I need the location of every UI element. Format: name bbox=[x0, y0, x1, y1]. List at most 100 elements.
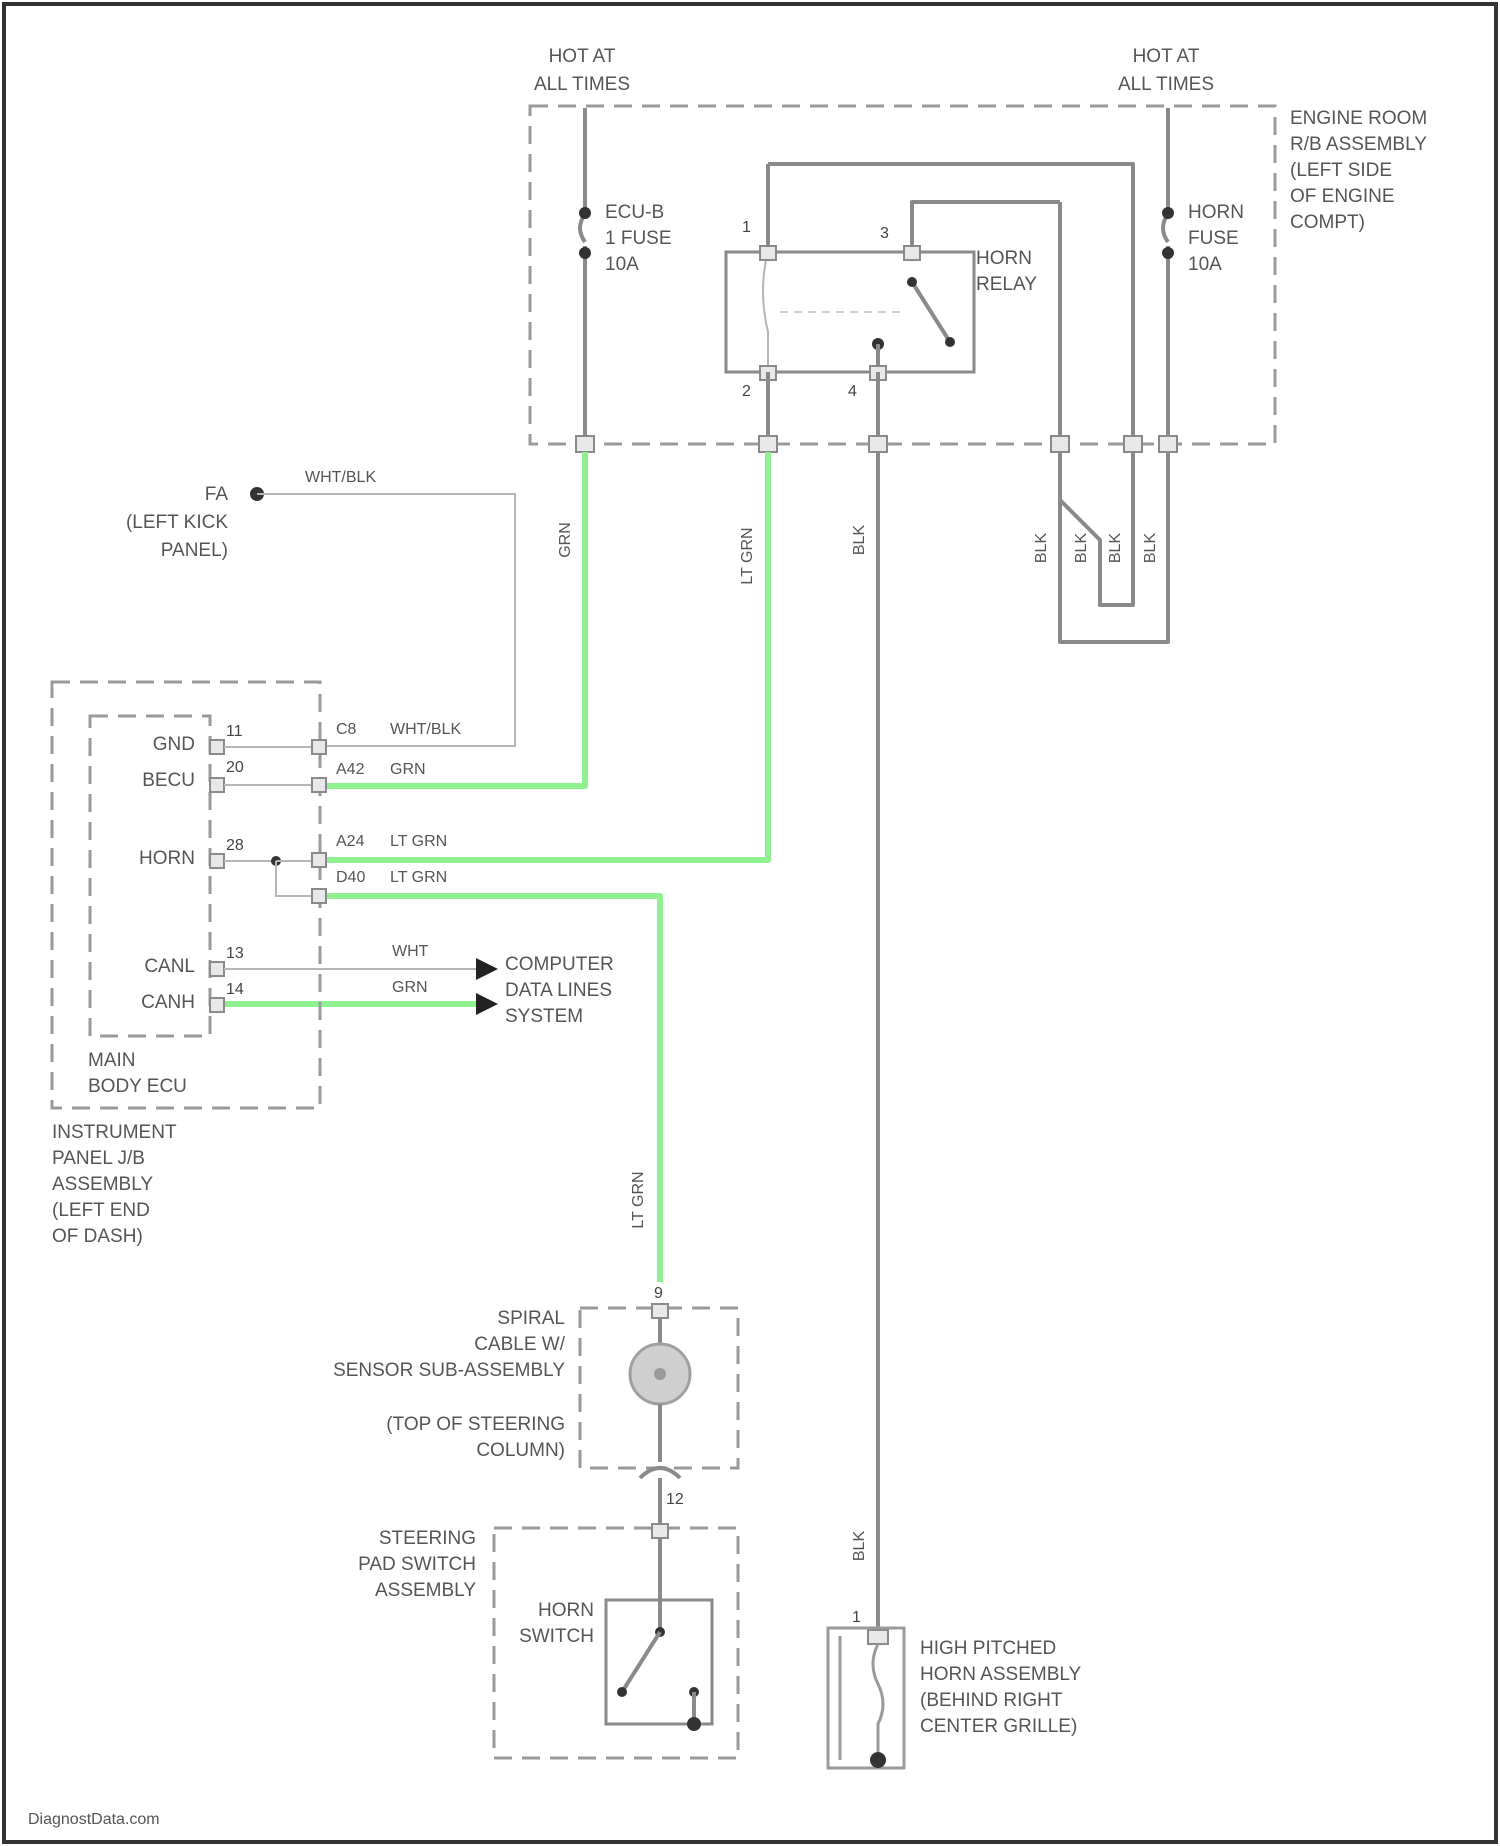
horn-relay: HORN RELAY 1 3 2 4 bbox=[726, 164, 1133, 440]
can-wht-label: WHT bbox=[392, 943, 429, 960]
ecu-pin-num-11: 11 bbox=[226, 723, 243, 740]
steering-pad-label-3: ASSEMBLY bbox=[375, 1580, 476, 1601]
conn-a24-wire: LT GRN bbox=[390, 833, 447, 850]
horn-switch-label-2: SWITCH bbox=[519, 1626, 594, 1647]
ecu-b-fuse-label-1: ECU-B bbox=[605, 202, 664, 223]
ecu-pin-num-13: 13 bbox=[226, 945, 244, 962]
hot-at-all-times-right-line1: HOT AT bbox=[1133, 46, 1200, 67]
engine-room-rb-label-1: ENGINE ROOM bbox=[1290, 108, 1427, 129]
wire-blk-b: BLK bbox=[1073, 533, 1090, 564]
horn-label-4: CENTER GRILLE) bbox=[920, 1716, 1077, 1737]
ecu-b-fuse-label-2: 1 FUSE bbox=[605, 228, 672, 249]
wire-blk-lower-label: BLK bbox=[851, 1531, 868, 1562]
horn-feed-wire: BLK BLK bbox=[851, 452, 878, 1628]
ecu-pin-gnd: GND bbox=[153, 734, 195, 755]
wire-ltgrn-label: LT GRN bbox=[739, 527, 756, 584]
highlighted-wires: GRN LT GRN LT GRN bbox=[222, 452, 768, 1282]
ipjb-label-1: INSTRUMENT bbox=[52, 1122, 177, 1143]
cdl-label-3: SYSTEM bbox=[505, 1006, 583, 1027]
wire-blk-c: BLK bbox=[1107, 533, 1124, 564]
main-body-ecu-label-2: BODY ECU bbox=[88, 1076, 187, 1097]
steering-pad-switch-assembly: STEERING PAD SWITCH ASSEMBLY HORN SWITCH bbox=[358, 1524, 738, 1758]
horn-fuse: HORN FUSE 10A bbox=[1162, 108, 1244, 440]
ipjb-label-2: PANEL J/B bbox=[52, 1148, 145, 1169]
spiral-pin-top: 9 bbox=[654, 1285, 663, 1302]
cdl-label-2: DATA LINES bbox=[505, 980, 612, 1001]
canl-arrow bbox=[476, 958, 498, 980]
ecu-pin-horn: HORN bbox=[139, 848, 195, 869]
engine-room-rb-label-4: OF ENGINE bbox=[1290, 186, 1395, 207]
diagram-frame bbox=[4, 4, 1496, 1842]
conn-c8-wire: WHT/BLK bbox=[390, 721, 461, 738]
hot-at-all-times-right-line2: ALL TIMES bbox=[1118, 74, 1214, 95]
horn-coil bbox=[873, 1644, 883, 1752]
main-body-ecu-box bbox=[90, 716, 210, 1036]
relay-pin-1: 1 bbox=[742, 219, 751, 236]
ecu-pin-canl: CANL bbox=[144, 956, 195, 977]
main-body-ecu-label-1: MAIN bbox=[88, 1050, 136, 1071]
hot-at-all-times-left-line1: HOT AT bbox=[549, 46, 616, 67]
horn-relay-label-1: HORN bbox=[976, 248, 1032, 269]
can-grn-label: GRN bbox=[392, 979, 428, 996]
wire-blk-d: BLK bbox=[1142, 533, 1159, 564]
hot-at-all-times-left-line2: ALL TIMES bbox=[534, 74, 630, 95]
engine-room-rb-label-2: R/B ASSEMBLY bbox=[1290, 134, 1427, 155]
ecu-pin-num-14: 14 bbox=[226, 981, 244, 998]
spiral-pin-bottom: 12 bbox=[666, 1491, 684, 1508]
fa-label-3: PANEL) bbox=[161, 540, 228, 561]
fa-label-2: (LEFT KICK bbox=[126, 512, 228, 533]
horn-switch-label-1: HORN bbox=[538, 1600, 594, 1621]
spiral-label-5: COLUMN) bbox=[476, 1440, 565, 1461]
conn-a42: A42 bbox=[336, 761, 365, 778]
horn-fuse-label-3: 10A bbox=[1188, 254, 1222, 275]
wire-ltgrn-lower-label: LT GRN bbox=[630, 1171, 647, 1228]
ipjb-label-3: ASSEMBLY bbox=[52, 1174, 153, 1195]
conn-a24: A24 bbox=[336, 833, 365, 850]
ipjb-label-5: OF DASH) bbox=[52, 1226, 143, 1247]
steering-pad-label-2: PAD SWITCH bbox=[358, 1554, 476, 1575]
high-pitched-horn-assembly: 1 HIGH PITCHED HORN ASSEMBLY (BEHIND RIG… bbox=[828, 1609, 1082, 1768]
horn-fuse-label-1: HORN bbox=[1188, 202, 1244, 223]
horn-label-2: HORN ASSEMBLY bbox=[920, 1664, 1082, 1685]
engine-room-rb-box bbox=[530, 106, 1275, 444]
cdl-label-1: COMPUTER bbox=[505, 954, 614, 975]
spiral-label-3: SENSOR SUB-ASSEMBLY bbox=[333, 1360, 565, 1381]
steering-pad-label-1: STEERING bbox=[379, 1528, 476, 1549]
ecu-pin-becu: BECU bbox=[142, 770, 195, 791]
wire-blk-a: BLK bbox=[1033, 533, 1050, 564]
spiral-label-2: CABLE W/ bbox=[474, 1334, 566, 1355]
ecu-pin-canh: CANH bbox=[141, 992, 195, 1013]
engine-room-rb-label-3: (LEFT SIDE bbox=[1290, 160, 1392, 181]
conn-c8: C8 bbox=[336, 721, 357, 738]
wire-blk-label: BLK bbox=[851, 525, 868, 556]
horn-relay-label-2: RELAY bbox=[976, 274, 1037, 295]
ecu-b-fuse-label-3: 10A bbox=[605, 254, 639, 275]
horn-switch-contact bbox=[622, 1632, 660, 1692]
conn-d40-wire: LT GRN bbox=[390, 869, 447, 886]
relay-pin-4: 4 bbox=[848, 383, 857, 400]
fa-label-1: FA bbox=[205, 484, 229, 505]
ecu-pin-num-20: 20 bbox=[226, 759, 244, 776]
watermark: DiagnostData.com bbox=[28, 1811, 160, 1828]
wire-grn-label: GRN bbox=[557, 522, 574, 558]
relay-pin-3: 3 bbox=[880, 225, 889, 242]
horn-fuse-label-2: FUSE bbox=[1188, 228, 1239, 249]
spiral-label-1: SPIRAL bbox=[497, 1308, 565, 1329]
conn-a42-wire: GRN bbox=[390, 761, 426, 778]
ecu-b-fuse: ECU-B 1 FUSE 10A bbox=[579, 108, 672, 440]
spiral-cable-assembly: 9 12 SPIRAL CABLE W/ SENSOR SUB-ASSEMBLY… bbox=[333, 1285, 738, 1530]
ecu-pin-num-28: 28 bbox=[226, 837, 244, 854]
horn-label-3: (BEHIND RIGHT bbox=[920, 1690, 1063, 1711]
conn-d40: D40 bbox=[336, 869, 365, 886]
ipjb-label-4: (LEFT END bbox=[52, 1200, 150, 1221]
fa-wire-label: WHT/BLK bbox=[305, 469, 376, 486]
relay-pin-2: 2 bbox=[742, 383, 751, 400]
ltgrn-horn-wire bbox=[322, 452, 768, 860]
horn-pin-1: 1 bbox=[852, 1609, 861, 1626]
horn-label-1: HIGH PITCHED bbox=[920, 1638, 1056, 1659]
rb-ground-wires: BLK BLK BLK BLK bbox=[1033, 452, 1168, 642]
engine-room-rb-label-5: COMPT) bbox=[1290, 212, 1365, 233]
canh-arrow bbox=[476, 993, 498, 1015]
